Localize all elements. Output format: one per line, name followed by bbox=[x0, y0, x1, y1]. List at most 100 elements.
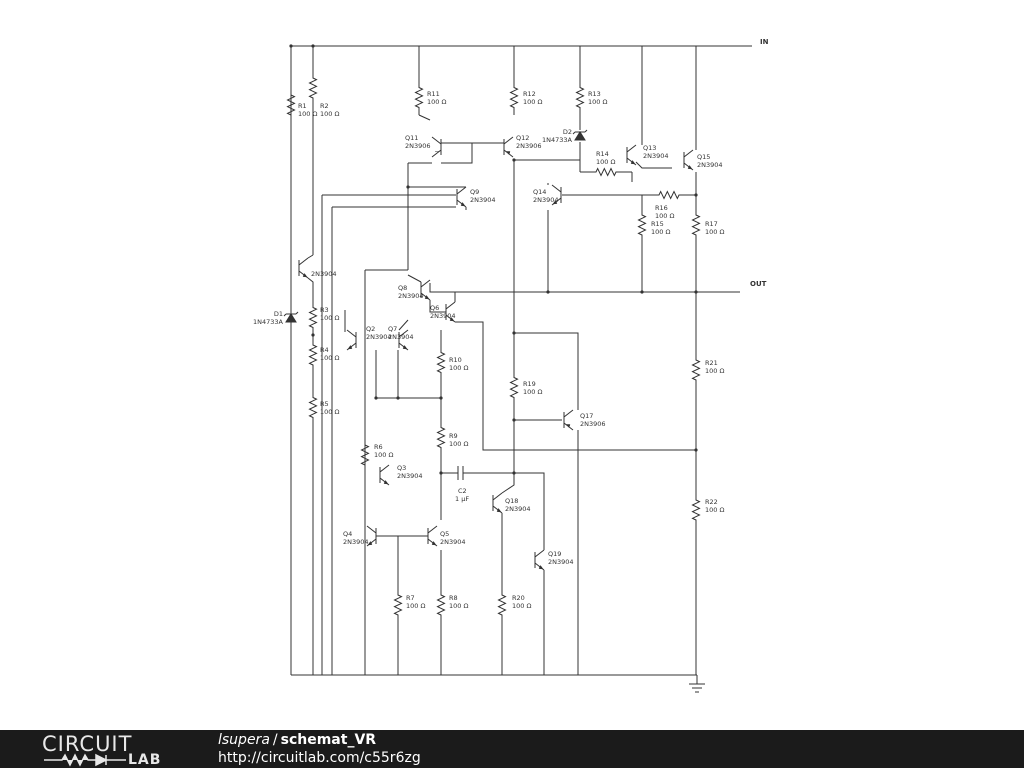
resistor-r6[interactable] bbox=[360, 440, 370, 470]
label-q8-value: 2N3904 bbox=[398, 292, 424, 300]
resistor-r22[interactable] bbox=[691, 495, 701, 525]
label-d2-value: 1N4733A bbox=[542, 136, 573, 144]
resistor-r2[interactable] bbox=[308, 46, 318, 130]
label-r2-name: R2 bbox=[320, 102, 329, 110]
wire bbox=[398, 319, 409, 331]
emitter-arrow bbox=[367, 541, 373, 546]
resistor-r12[interactable] bbox=[509, 80, 519, 115]
resistor-r4[interactable] bbox=[308, 335, 318, 375]
resistor-r16[interactable] bbox=[642, 190, 696, 200]
label-q5-name: Q5 bbox=[440, 530, 449, 538]
label-q12-name: Q12 bbox=[516, 134, 529, 142]
junction-dot bbox=[694, 448, 698, 452]
resistor-r3[interactable] bbox=[308, 300, 318, 335]
label-r8-value: 100 Ω bbox=[449, 602, 468, 610]
junction-dot bbox=[512, 331, 516, 335]
path-separator: / bbox=[272, 732, 278, 748]
emitter-arrow bbox=[630, 160, 636, 165]
resistor-r17[interactable] bbox=[691, 205, 701, 245]
resistor-r8[interactable] bbox=[436, 590, 446, 620]
label-r4-value: 100 Ω bbox=[320, 354, 339, 362]
label-r7-value: 100 Ω bbox=[406, 602, 425, 610]
resistor-r10[interactable] bbox=[436, 340, 446, 385]
label-r3-value: 100 Ω bbox=[320, 314, 339, 322]
resistor-r14[interactable] bbox=[580, 167, 632, 177]
capacitor-c2[interactable] bbox=[441, 466, 514, 480]
label-r13-value: 100 Ω bbox=[588, 98, 607, 106]
label-q9-value: 2N3904 bbox=[470, 196, 496, 204]
circuitlab-logo[interactable]: CIRCUIT LAB bbox=[42, 732, 176, 768]
resistor-r1[interactable] bbox=[286, 80, 296, 130]
wire bbox=[429, 300, 446, 313]
label-r19-value: 100 Ω bbox=[523, 388, 542, 396]
port-out-label: OUT bbox=[750, 280, 767, 288]
resistor-r15[interactable] bbox=[637, 205, 647, 245]
resistor-r19[interactable] bbox=[509, 365, 519, 410]
label-r1-name: R1 bbox=[298, 102, 307, 110]
emitter-arrow bbox=[383, 480, 389, 485]
zener-diode-d2[interactable] bbox=[572, 129, 588, 141]
label-r9-value: 100 Ω bbox=[449, 440, 468, 448]
label-r11-value: 100 Ω bbox=[427, 98, 446, 106]
schematic-url[interactable]: http://circuitlab.com/c55r6zg bbox=[218, 750, 421, 766]
resistor-r21[interactable] bbox=[691, 355, 701, 385]
junction-dot bbox=[512, 418, 516, 422]
emitter-arrow bbox=[424, 295, 430, 300]
author-link[interactable]: lsupera bbox=[218, 732, 270, 748]
emitter-arrow bbox=[402, 345, 408, 350]
zener-diode-d1[interactable] bbox=[283, 311, 299, 323]
schematic-title[interactable]: schemat_VR bbox=[280, 732, 377, 748]
resistor-r13[interactable] bbox=[575, 80, 585, 115]
resistor-r9[interactable] bbox=[436, 420, 446, 455]
label-r8-name: R8 bbox=[449, 594, 458, 602]
label-q4-name: Q4 bbox=[343, 530, 352, 538]
label-q11-name: Q11 bbox=[405, 134, 418, 142]
label-q19-name: Q19 bbox=[548, 550, 561, 558]
junction-dot bbox=[640, 290, 644, 294]
label-r2-value: 100 Ω bbox=[320, 110, 339, 118]
label-q13-name: Q13 bbox=[643, 144, 656, 152]
resistor-r7[interactable] bbox=[393, 590, 403, 620]
transistor-q11[interactable] bbox=[431, 136, 442, 158]
label-r17-name: R17 bbox=[705, 220, 718, 228]
label-r10-value: 100 Ω bbox=[449, 364, 468, 372]
label-q19-value: 2N3904 bbox=[548, 558, 574, 566]
label-d2-name: D2 bbox=[563, 128, 572, 136]
label-r5-value: 100 Ω bbox=[320, 408, 339, 416]
resistor-r11[interactable] bbox=[414, 80, 424, 115]
label-r14-name: R14 bbox=[596, 150, 609, 158]
label-q18-name: Q18 bbox=[505, 497, 518, 505]
label-q17-name: Q17 bbox=[580, 412, 593, 420]
label-r16-value: 100 Ω bbox=[655, 212, 674, 220]
label-r20-value: 100 Ω bbox=[512, 602, 531, 610]
resistor-r20[interactable] bbox=[497, 590, 507, 620]
wire bbox=[441, 143, 473, 164]
label-r10-name: R10 bbox=[449, 356, 462, 364]
label-r16-name: R16 bbox=[655, 204, 668, 212]
label-q2-value: 2N3904 bbox=[366, 333, 392, 341]
label-c2-name: C2 bbox=[458, 487, 467, 495]
label-q7-value: 2N3904 bbox=[388, 333, 414, 341]
footer-bar: CIRCUIT LAB lsupera/schemat_VR http://ci… bbox=[0, 730, 1024, 768]
label-r1-value: 100 Ω bbox=[298, 110, 317, 118]
resistor-r5[interactable] bbox=[308, 390, 318, 425]
wire bbox=[307, 277, 314, 300]
emitter-arrow bbox=[496, 508, 502, 513]
label-q12-value: 2N3906 bbox=[516, 142, 542, 150]
port-in-label: IN bbox=[760, 38, 769, 46]
wire bbox=[514, 472, 545, 550]
label-r21-value: 100 Ω bbox=[705, 367, 724, 375]
label-q14-value: 2N3904 bbox=[533, 196, 559, 204]
wire bbox=[455, 321, 696, 451]
label-r13-name: R13 bbox=[588, 90, 601, 98]
label-r22-name: R22 bbox=[705, 498, 718, 506]
emitter-arrow bbox=[505, 151, 511, 155]
label-r21-name: R21 bbox=[705, 359, 718, 367]
emitter-arrow bbox=[565, 424, 571, 428]
emitter-arrow bbox=[687, 165, 693, 170]
junction-dot bbox=[546, 290, 550, 294]
wire bbox=[418, 114, 431, 121]
label-r15-value: 100 Ω bbox=[651, 228, 670, 236]
label-q8-name: Q8 bbox=[398, 284, 407, 292]
label-q5-value: 2N3904 bbox=[440, 538, 466, 546]
